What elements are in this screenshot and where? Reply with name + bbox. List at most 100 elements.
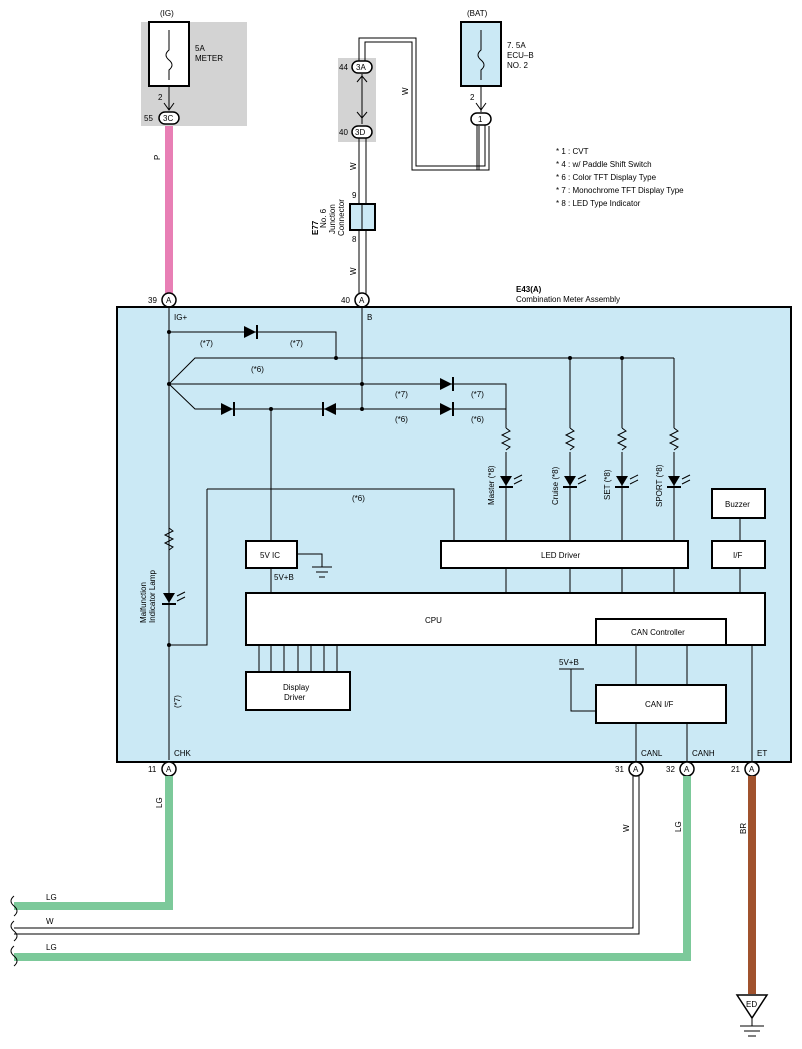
if-label: I/F (733, 551, 742, 560)
ig-wire-color: P (153, 155, 162, 160)
display-driver-box (245, 671, 351, 711)
led-mil (162, 591, 186, 605)
5v-b-label: 5V+B (274, 573, 294, 582)
note-6-d: (*6) (352, 494, 365, 503)
pin11-number: 11 (148, 765, 157, 774)
jb-connector-3a-pin: 44 (339, 63, 348, 72)
mil-label-2: Indicator Lamp (148, 570, 157, 623)
note-7-a: (*7) (200, 339, 213, 348)
canl-label: CANL (641, 749, 663, 758)
buzzer-box (711, 488, 766, 519)
led-set-label: SET (*8) (603, 469, 612, 500)
bat-fuse-symbol (477, 30, 485, 80)
diode-6c (440, 402, 454, 416)
led-master (499, 474, 523, 488)
pin39-connector-label: A (166, 296, 172, 305)
led-cruise (563, 474, 587, 488)
pin32-number: 32 (666, 765, 675, 774)
jb-connector-3d-pin: 40 (339, 128, 348, 137)
note-7-c: (*7) (395, 390, 408, 399)
lg-wire-chk (14, 776, 173, 910)
note-7: * 7 : Monochrome TFT Display Type (556, 186, 684, 195)
bat-fuse-name-2: NO. 2 (507, 61, 528, 70)
canh-label: CANH (692, 749, 715, 758)
pin11-connector-label: A (166, 765, 172, 774)
pin21-connector-label: A (749, 765, 755, 774)
ig-pink-wire (165, 126, 173, 294)
diode-7a (244, 325, 258, 339)
note-7-b: (*7) (290, 339, 303, 348)
5v-ic-label: 5V IC (260, 551, 280, 560)
notes-legend: * 1 : CVT * 4 : w/ Paddle Shift Switch *… (556, 147, 684, 208)
lg-wire-canh-label-h: LG (46, 943, 57, 952)
diode-6b (322, 402, 336, 416)
jb-wire-color: W (349, 162, 358, 170)
pin32-connector-label: A (684, 765, 690, 774)
if-box (711, 540, 766, 569)
w-wire-canl-label-h: W (46, 917, 54, 926)
pin40-connector-label: A (359, 296, 365, 305)
pin40-number: 40 (341, 296, 350, 305)
jb-connector-3a-label: 3A (356, 63, 366, 72)
buzzer-label: Buzzer (725, 500, 750, 509)
ig-label: (IG) (160, 9, 174, 18)
can-5v-b-label: 5V+B (559, 658, 579, 667)
diode-6a (221, 402, 235, 416)
pin31-connector (628, 761, 644, 777)
bat-label: (BAT) (467, 9, 488, 18)
note-1: * 1 : CVT (556, 147, 589, 156)
pin31-number: 31 (615, 765, 624, 774)
b-label: B (367, 313, 372, 322)
display-driver-label-1: Display (283, 683, 309, 692)
ground-symbol (312, 566, 332, 578)
e77-code: E77 (311, 220, 320, 235)
led-sport-label: SPORT (*8) (655, 464, 664, 507)
led-sport (667, 474, 691, 488)
ground-ed-icon (735, 994, 769, 1037)
bat-connector (470, 112, 492, 126)
can-controller-label: CAN Controller (631, 628, 685, 637)
bat-connector-label: 1 (478, 115, 483, 124)
lg-wire-canh (14, 776, 691, 961)
e77-name-3: Connector (337, 199, 346, 236)
note-7-d: (*7) (471, 390, 484, 399)
ig-connector-label: 3C (163, 114, 173, 123)
note-6-c: (*6) (471, 415, 484, 424)
meter-name: Combination Meter Assembly (516, 295, 620, 304)
diode-7b (440, 377, 454, 391)
e77-wire-color: W (349, 267, 358, 275)
bat-fuse-name-1: ECU–B (507, 51, 534, 60)
ig-fuse-symbol (165, 30, 173, 80)
mil-label-1: Malfunction (139, 582, 148, 623)
led-driver-label: LED Driver (541, 551, 580, 560)
pin39-number: 39 (148, 296, 157, 305)
note-4: * 4 : w/ Paddle Shift Switch (556, 160, 652, 169)
ig-pin: 2 (158, 93, 163, 102)
led-set (615, 474, 639, 488)
ig-chevron-icon (163, 102, 175, 111)
meter-code: E43(A) (516, 285, 542, 294)
e77-pin-top: 9 (352, 191, 357, 200)
jb-connector-3d (351, 125, 373, 139)
jb-connector-3a (351, 60, 373, 74)
et-label: ET (757, 749, 767, 758)
w-wire-canl-label-v: W (622, 824, 631, 832)
ig-fuse-rating: 5A (195, 44, 205, 53)
pin21-number: 21 (731, 765, 740, 774)
e77-pin-bottom: 8 (352, 235, 357, 244)
note-6-a: (*6) (251, 365, 264, 374)
can-controller-box (595, 618, 727, 646)
can-if-box (595, 684, 727, 724)
bat-wire-color: W (401, 87, 410, 95)
note-6: * 6 : Color TFT Display Type (556, 173, 657, 182)
can-if-label: CAN I/F (645, 700, 674, 709)
jb-connector-3d-label: 3D (355, 128, 365, 137)
e77-name-2: Junction (328, 204, 337, 234)
br-wire-et (748, 776, 756, 994)
ig-plus-label: IG+ (174, 313, 187, 322)
lg-wire-canh-label-v: LG (674, 821, 683, 832)
5v-ic-box (245, 540, 298, 569)
ig-connector (158, 111, 180, 125)
ig-fuse-name: METER (195, 54, 223, 63)
br-wire-label: BR (739, 823, 748, 834)
